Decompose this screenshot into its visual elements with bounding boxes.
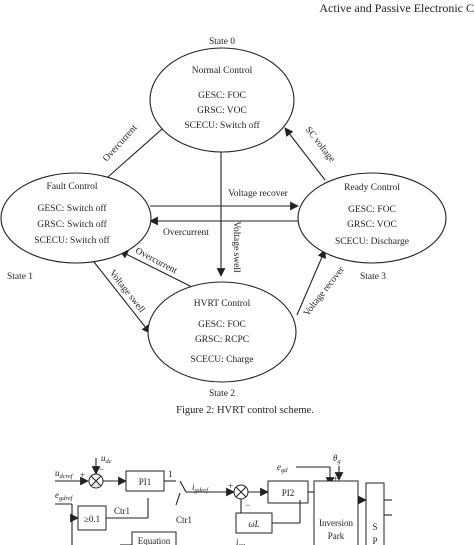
state-1-title: Fault Control (47, 182, 98, 192)
arrow-state3-to-state0 (284, 127, 326, 181)
state-0-label: State 0 (209, 37, 235, 47)
theta-label: θg (333, 453, 341, 465)
label-voltage-swell-1-2: Voltage swell (107, 268, 147, 315)
state-3-gesc: GESC: FOC (348, 205, 396, 215)
udcref-label: udcref (55, 468, 74, 480)
state-1-label: State 1 (7, 272, 33, 282)
state-1-gesc: GESC: Switch off (38, 203, 108, 214)
pi1-label: PI1 (139, 477, 152, 487)
arrow-state0-to-state1 (99, 121, 171, 185)
state-1-scecu: SCECU: Switch off (34, 235, 110, 246)
state-3-grsc: GRSC: VOC (347, 220, 397, 230)
sj2-x2 (235, 486, 247, 498)
label-voltage-recover-2-3: Voltage recover (302, 265, 347, 319)
state-0-grsc: GRSC: VOC (197, 106, 247, 116)
igdref-label: igdref (192, 482, 209, 494)
figure-caption: Figure 2: HVRT control scheme. (176, 405, 314, 416)
state-0-gesc: GESC: FOC (198, 91, 246, 101)
control-block-diagram: udcref + udc − PI1 1 igdref Ctr1 + PI2 e (55, 453, 392, 545)
label-overcurrent-3-1: Overcurrent (163, 228, 209, 238)
label-voltage-swell-0-2: Voltage swell (231, 221, 241, 273)
state-2-scecu: SCECU: Charge (191, 355, 254, 365)
svpwm-label-1: S (372, 522, 377, 532)
udc-label: udc (101, 453, 112, 465)
plus-sign-1: + (80, 470, 85, 480)
svpwm-block (365, 482, 385, 545)
running-header: Active and Passive Electronic C (319, 1, 474, 15)
switch-pos-1: 1 (168, 469, 173, 479)
ctr1-pointer (175, 492, 181, 506)
comparator-block (77, 505, 107, 531)
ctr1-label-a: Ctr1 (114, 506, 130, 516)
state-1-grsc: GRSC: Switch off (37, 219, 107, 230)
egd-label: egd (277, 462, 288, 474)
ctr1-label-b: Ctr1 (176, 515, 192, 525)
state-0-scecu: SCECU: Switch off (184, 120, 260, 131)
state-2-gesc: GESC: FOC (198, 320, 246, 330)
state-3-scecu: SCECU: Discharge (335, 237, 409, 247)
state-3-node (297, 172, 447, 264)
state-2-grsc: GRSC: RCPC (195, 335, 249, 345)
omega-l-label: ωL (248, 519, 259, 529)
state-1-node (0, 172, 152, 264)
minus-sign-2: − (245, 500, 250, 510)
state-3-label: State 3 (360, 272, 386, 282)
equation-label: Equation (138, 536, 171, 545)
label-overcurrent-0-1: Overcurrent (101, 123, 139, 164)
svpwm-label-2: P (372, 536, 377, 545)
state-3-title: Ready Control (344, 183, 400, 193)
pi2-label: PI2 (282, 488, 295, 498)
igq-label: igq (236, 537, 246, 545)
switch-blade (179, 480, 187, 493)
arrow-state2-to-state1 (119, 250, 193, 288)
state-2-title: HVRT Control (194, 299, 251, 309)
state-2-node (147, 281, 297, 383)
minus-sign-1: − (99, 464, 104, 474)
comparator-label: ≥0.1 (84, 514, 100, 524)
inv-park-label-1: Inversion (319, 518, 353, 528)
inversion-park-block (313, 480, 359, 545)
arrow-state1-to-state2 (93, 261, 151, 334)
state-0-node (149, 47, 295, 153)
egdref-label: egdref (55, 490, 74, 502)
label-voltage-recover-1-3: Voltage recover (228, 189, 289, 199)
arrow-state2-to-state3 (296, 249, 326, 316)
plus-sign-2: + (228, 481, 233, 491)
state-0-title: Normal Control (192, 66, 253, 76)
state-2-label: State 2 (209, 389, 235, 399)
sj1-x2 (90, 475, 102, 487)
equation-block (131, 531, 177, 545)
inv-park-label-2: Park (328, 531, 345, 541)
